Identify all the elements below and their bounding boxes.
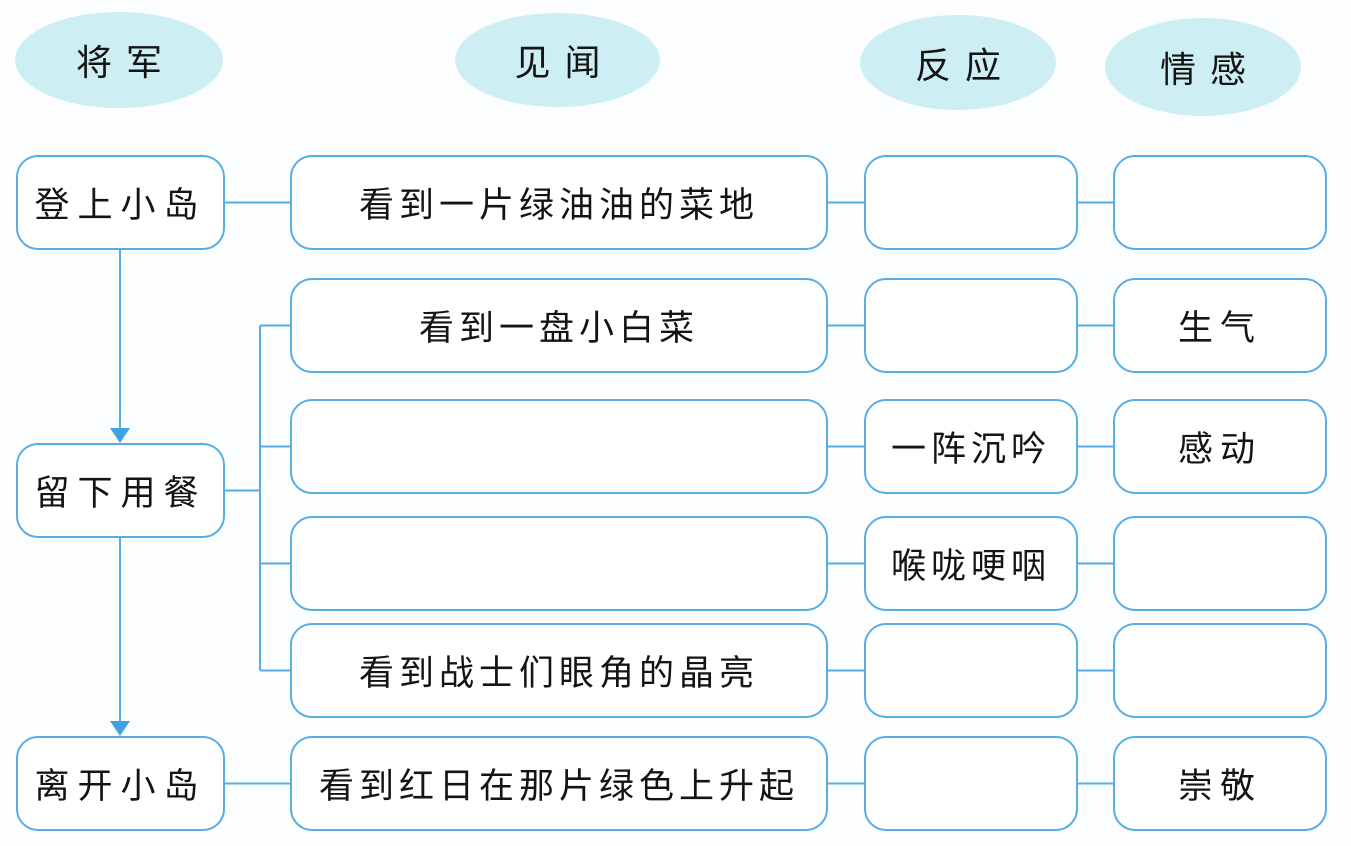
seen-box-row5: 看到战士们眼角的晶亮 bbox=[290, 623, 828, 718]
step-box-board-island: 登上小岛 bbox=[16, 155, 225, 250]
seen-box-row1: 看到一片绿油油的菜地 bbox=[290, 155, 828, 250]
emotion-box-row5-empty bbox=[1113, 623, 1327, 718]
seen-box-row5-label: 看到战士们眼角的晶亮 bbox=[358, 654, 759, 694]
column-header-emotion-label: 情感 bbox=[1159, 50, 1260, 91]
emotion-box-row3-label: 感动 bbox=[1177, 430, 1262, 470]
reaction-box-row3: 一阵沉吟 bbox=[864, 399, 1078, 494]
emotion-box-row3: 感动 bbox=[1113, 399, 1327, 494]
column-header-general-label: 将军 bbox=[75, 43, 176, 84]
seen-box-row4-empty bbox=[290, 516, 828, 611]
emotion-box-row1-empty bbox=[1113, 155, 1327, 250]
seen-box-row6: 看到红日在那片绿色上升起 bbox=[290, 736, 828, 831]
reaction-box-row6-empty bbox=[864, 736, 1078, 831]
emotion-box-row6: 崇敬 bbox=[1113, 736, 1327, 831]
column-header-reaction: 反应 bbox=[860, 15, 1056, 110]
reaction-box-row2-empty bbox=[864, 278, 1078, 373]
step-box-leave-island-label: 离开小岛 bbox=[34, 767, 207, 807]
reaction-box-row4: 喉咙哽咽 bbox=[864, 516, 1078, 611]
step-box-stay-for-meal: 留下用餐 bbox=[16, 443, 225, 538]
column-header-general: 将军 bbox=[15, 12, 223, 108]
seen-box-row3-empty bbox=[290, 399, 828, 494]
arrow-step2-to-step3-head bbox=[110, 721, 130, 736]
emotion-box-row4-empty bbox=[1113, 516, 1327, 611]
reaction-box-row5-empty bbox=[864, 623, 1078, 718]
emotion-box-row2-label: 生气 bbox=[1177, 309, 1262, 349]
seen-box-row6-label: 看到红日在那片绿色上升起 bbox=[318, 767, 799, 807]
step-box-stay-for-meal-label: 留下用餐 bbox=[34, 474, 207, 514]
column-header-emotion: 情感 bbox=[1105, 18, 1301, 116]
emotion-box-row2: 生气 bbox=[1113, 278, 1327, 373]
column-header-seen: 见闻 bbox=[455, 13, 660, 107]
column-header-seen-label: 见闻 bbox=[514, 43, 615, 84]
column-header-reaction-label: 反应 bbox=[914, 45, 1015, 87]
reaction-box-row1-empty bbox=[864, 155, 1078, 250]
emotion-box-row6-label: 崇敬 bbox=[1177, 767, 1262, 807]
step-box-leave-island: 离开小岛 bbox=[16, 736, 225, 831]
reaction-box-row3-label: 一阵沉吟 bbox=[890, 430, 1051, 470]
seen-box-row2: 看到一盘小白菜 bbox=[290, 278, 828, 373]
arrow-step1-to-step2-head bbox=[110, 428, 130, 443]
seen-box-row1-label: 看到一片绿油油的菜地 bbox=[358, 186, 759, 226]
seen-box-row2-label: 看到一盘小白菜 bbox=[418, 309, 699, 349]
step-box-board-island-label: 登上小岛 bbox=[34, 186, 207, 226]
reaction-box-row4-label: 喉咙哽咽 bbox=[890, 547, 1051, 587]
